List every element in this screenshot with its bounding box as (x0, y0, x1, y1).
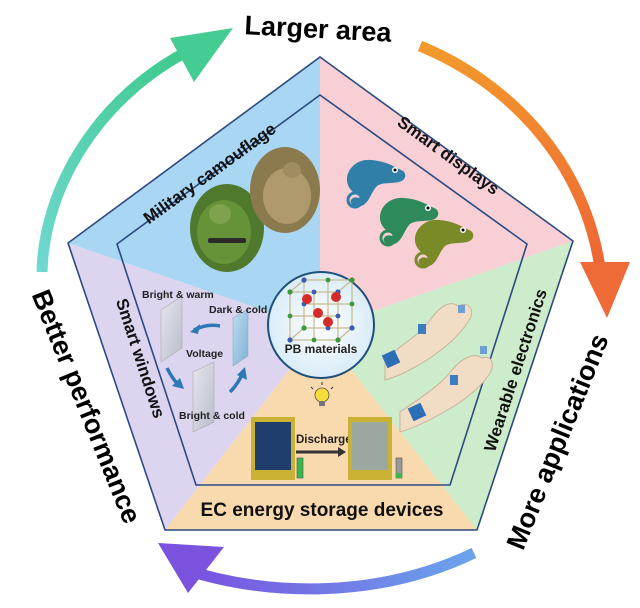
arrow-head-purple-icon (158, 543, 224, 593)
sector-ec-energy-storage (165, 330, 477, 530)
cycle-label-larger-area: Larger area (244, 10, 393, 48)
battery-full-icon (296, 457, 304, 479)
state-bright-warm: Bright & warm (142, 289, 214, 301)
arrow-more-to-better (178, 548, 477, 595)
window-panel-dark-cold (232, 308, 249, 367)
lightbulb-icon (310, 382, 334, 406)
cycle-arrows (36, 28, 630, 595)
label-ec-energy-storage: EC energy storage devices (201, 500, 444, 521)
window-panel-bright-warm (160, 295, 183, 363)
wearable-hands-illustration (381, 303, 493, 433)
outer-pentagon-outline (67, 56, 574, 531)
arrow-head-orange-icon (580, 262, 630, 318)
energy-storage-demo: Discharge (251, 382, 403, 480)
hand-upper (384, 303, 473, 381)
state-bright-cold: Bright & cold (179, 410, 245, 422)
pb-materials-circle (267, 271, 375, 379)
arrow-head-green-icon (170, 28, 233, 82)
pb-materials-center: PB materials (267, 271, 375, 379)
arrow-larger-to-more (417, 40, 606, 269)
sector-military-camouflage (68, 57, 320, 330)
chameleon-icons (346, 159, 474, 269)
pb-materials-label: PB materials (285, 342, 358, 356)
discharge-label: Discharge (296, 434, 352, 446)
inner-pentagon-outline (116, 94, 528, 486)
chameleon-blue-icon (346, 159, 406, 209)
sector-smart-displays (320, 57, 573, 330)
chameleon-green-icon (379, 197, 439, 247)
pb-atoms (287, 277, 355, 343)
chameleon-olive-icon (414, 219, 474, 269)
military-photos (190, 147, 320, 272)
state-voltage: Voltage (186, 348, 223, 360)
window-panel-bright-cold (192, 361, 215, 433)
pentagon (67, 56, 574, 531)
state-dark-cold: Dark & cold (209, 304, 267, 316)
smart-window-cycle: Bright & warm Dark & cold Voltage Bright… (142, 289, 267, 433)
arrow-better-to-larger (36, 45, 193, 273)
